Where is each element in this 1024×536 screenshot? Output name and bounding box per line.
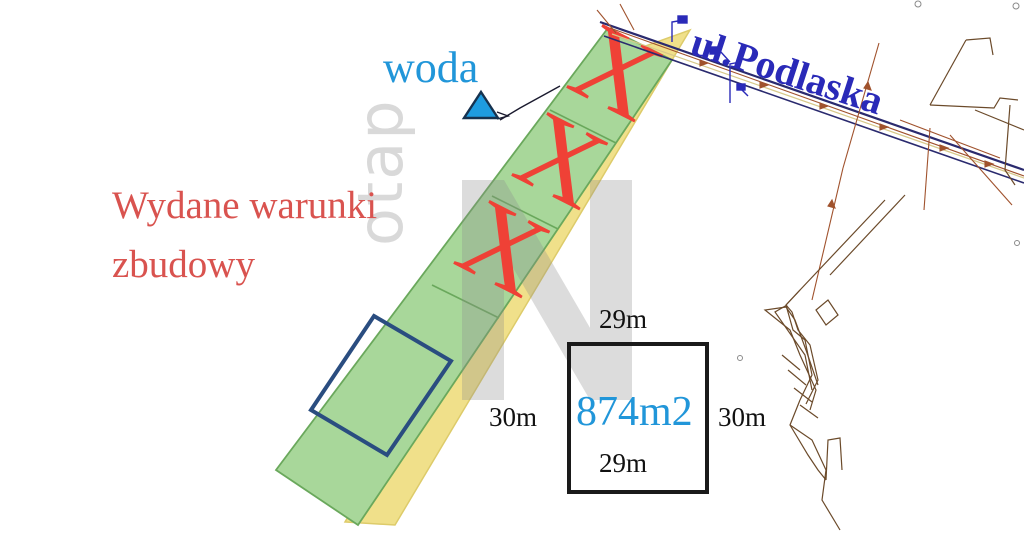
building-conditions-label-line2: zbudowy [112,243,255,286]
dimension-line-bottom [567,490,709,494]
subplot-outline [308,313,454,458]
dimension-label-left: 30m [489,402,538,432]
dimension-label-bottom: 29m [599,448,648,478]
parcel-area-label: 874m2 [576,389,693,435]
dimension-label-right: 30m [718,402,767,432]
street-edges [599,20,1024,184]
water-label: woda [383,43,479,92]
building-conditions-label-line1: Wydane warunki [112,184,378,227]
cadastral-lines [763,37,1024,531]
parcel-subdivision-lines [431,109,617,319]
dimension-line-top [567,342,709,346]
survey-points [737,0,1020,361]
utility-symbols [671,15,749,103]
dimension-box [567,344,709,492]
water-leader-line [496,85,561,121]
dimension-label-top: 29m [599,304,648,334]
water-marker-triangle [461,89,501,120]
utility-network [596,3,1024,301]
